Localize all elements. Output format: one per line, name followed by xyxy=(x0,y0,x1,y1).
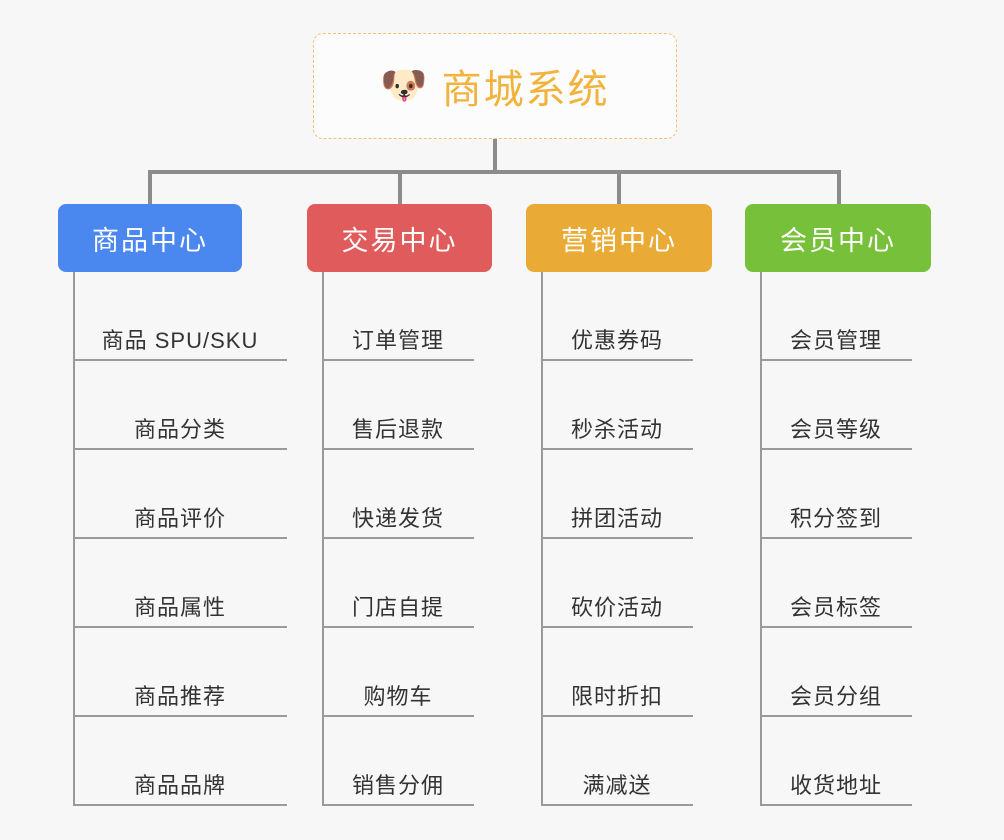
leaf-item-label: 商品品牌 xyxy=(133,773,226,798)
leaf-item-label: 售后退款 xyxy=(351,417,444,442)
connector-drop-branch-1 xyxy=(398,170,402,208)
leaf-item-label: 积分签到 xyxy=(789,506,882,531)
branch-item-list: 商品 SPU/SKU 商品分类 商品评价 商品属性 商品推荐 商品品牌 xyxy=(73,272,287,806)
leaf-item-label: 会员等级 xyxy=(789,417,882,442)
leaf-item-label: 拼团活动 xyxy=(570,506,663,531)
leaf-item-label: 会员分组 xyxy=(789,684,882,709)
branch-item-list: 优惠券码 秒杀活动 拼团活动 砍价活动 限时折扣 满减送 xyxy=(541,272,693,806)
leaf-item[interactable]: 会员等级 xyxy=(760,361,912,450)
leaf-item-label: 收货地址 xyxy=(789,773,882,798)
leaf-item-label: 商品推荐 xyxy=(133,684,226,709)
leaf-item[interactable]: 商品评价 xyxy=(73,450,287,539)
leaf-item-label: 快递发货 xyxy=(351,506,444,531)
branch-spine xyxy=(322,272,324,806)
leaf-item-label: 订单管理 xyxy=(351,328,444,353)
leaf-item[interactable]: 会员分组 xyxy=(760,628,912,717)
leaf-item[interactable]: 快递发货 xyxy=(322,450,474,539)
branch-spine xyxy=(760,272,762,806)
branch-header-jiaoyi-zhongxin[interactable]: 交易中心 xyxy=(307,204,492,272)
leaf-item-label: 砍价活动 xyxy=(570,595,663,620)
leaf-item-label: 会员标签 xyxy=(789,595,882,620)
leaf-item[interactable]: 售后退款 xyxy=(322,361,474,450)
leaf-item-label: 销售分佣 xyxy=(351,773,444,798)
leaf-item-label: 会员管理 xyxy=(789,328,882,353)
leaf-item-label: 商品分类 xyxy=(133,417,226,442)
leaf-item-label: 商品评价 xyxy=(133,506,226,531)
branch-header-label: 商品中心 xyxy=(92,225,208,256)
leaf-item[interactable]: 砍价活动 xyxy=(541,539,693,628)
leaf-item[interactable]: 购物车 xyxy=(322,628,474,717)
connector-drop-branch-2 xyxy=(617,170,621,208)
leaf-item[interactable]: 商品 SPU/SKU xyxy=(73,272,287,361)
leaf-item[interactable]: 拼团活动 xyxy=(541,450,693,539)
branch-spine xyxy=(541,272,543,806)
leaf-item-label: 秒杀活动 xyxy=(570,417,663,442)
branch-header-huiyuan-zhongxin[interactable]: 会员中心 xyxy=(745,204,931,272)
branch-header-yingxiao-zhongxin[interactable]: 营销中心 xyxy=(526,204,712,272)
connector-drop-branch-0 xyxy=(148,170,152,208)
leaf-item[interactable]: 商品属性 xyxy=(73,539,287,628)
connector-drop-branch-3 xyxy=(837,170,841,208)
leaf-item[interactable]: 限时折扣 xyxy=(541,628,693,717)
leaf-item[interactable]: 销售分佣 xyxy=(322,717,474,806)
leaf-item-label: 购物车 xyxy=(363,684,433,709)
leaf-item[interactable]: 满减送 xyxy=(541,717,693,806)
leaf-item[interactable]: 商品推荐 xyxy=(73,628,287,717)
leaf-item[interactable]: 收货地址 xyxy=(760,717,912,806)
leaf-item[interactable]: 订单管理 xyxy=(322,272,474,361)
branch-item-list: 订单管理 售后退款 快递发货 门店自提 购物车 销售分佣 xyxy=(322,272,474,806)
connector-horizontal-bus xyxy=(148,170,841,174)
branch-header-shangpin-zhongxin[interactable]: 商品中心 xyxy=(58,204,242,272)
leaf-item-label: 满减送 xyxy=(582,773,652,798)
leaf-item-label: 商品属性 xyxy=(133,595,226,620)
leaf-item-label: 门店自提 xyxy=(351,595,444,620)
leaf-item[interactable]: 秒杀活动 xyxy=(541,361,693,450)
branch-spine xyxy=(73,272,75,806)
root-node-title: 商城系统 xyxy=(441,68,610,112)
leaf-item[interactable]: 会员标签 xyxy=(760,539,912,628)
leaf-item-label: 优惠券码 xyxy=(570,328,663,353)
branch-header-label: 交易中心 xyxy=(341,225,458,256)
shiba-dog-face-icon: 🐶 xyxy=(380,65,428,107)
leaf-item[interactable]: 门店自提 xyxy=(322,539,474,628)
branch-item-list: 会员管理 会员等级 积分签到 会员标签 会员分组 收货地址 xyxy=(760,272,912,806)
leaf-item[interactable]: 商品品牌 xyxy=(73,717,287,806)
leaf-item-label: 商品 SPU/SKU xyxy=(101,328,259,353)
leaf-item-label: 限时折扣 xyxy=(570,684,663,709)
leaf-item[interactable]: 积分签到 xyxy=(760,450,912,539)
branch-header-label: 营销中心 xyxy=(561,225,677,256)
leaf-item[interactable]: 优惠券码 xyxy=(541,272,693,361)
root-node-shangcheng-xitong[interactable]: 🐶 商城系统 xyxy=(313,33,677,139)
leaf-item[interactable]: 会员管理 xyxy=(760,272,912,361)
connector-root-stem xyxy=(493,139,497,173)
branch-header-label: 会员中心 xyxy=(780,225,896,256)
leaf-item[interactable]: 商品分类 xyxy=(73,361,287,450)
